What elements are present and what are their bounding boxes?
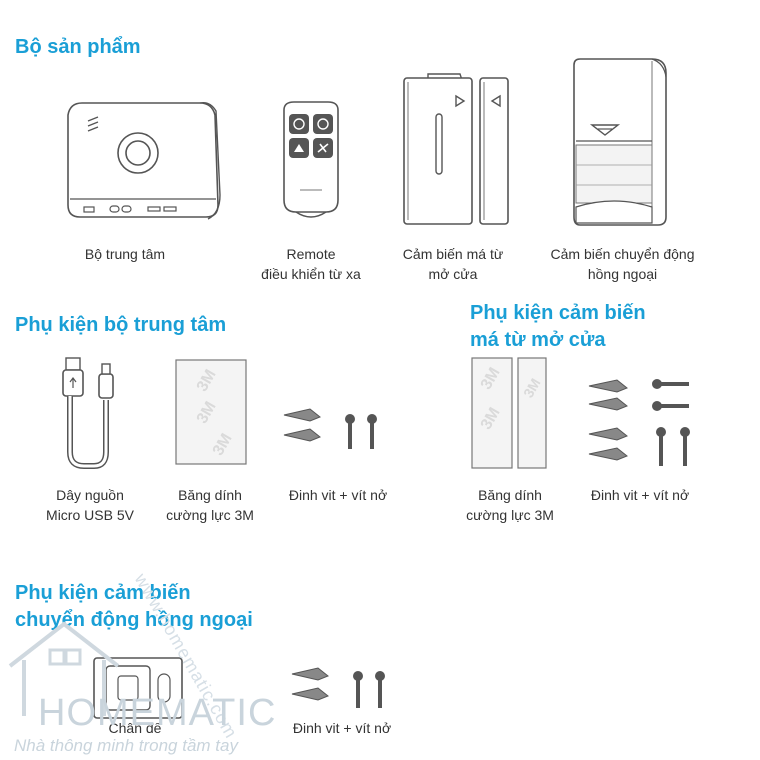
caption-pir-base: Chân đế xyxy=(80,718,190,738)
caption-door-sensor: Cảm biến má từ mở cửa xyxy=(378,244,528,284)
caption-pir-base-line1: Chân đế xyxy=(108,720,162,736)
caption-pir-screws: Đinh vit + vít nở xyxy=(272,718,412,738)
caption-hub-cable: Dây nguồn Micro USB 5V xyxy=(30,485,150,525)
watermark-brand: HOMEMATIC xyxy=(38,692,277,734)
remote-image xyxy=(283,101,339,218)
caption-hub-screws-line1: Đinh vit + vít nở xyxy=(288,487,388,503)
caption-hub-cable-line2: Micro USB 5V xyxy=(46,507,134,523)
heading-door-accessories-line2: má từ mở cửa xyxy=(470,329,606,351)
heading-hub-accessories: Phụ kiện bộ trung tâm xyxy=(15,314,227,336)
watermark-tagline: Nhà thông minh trong tầm tay xyxy=(14,736,238,755)
caption-hub-tape-line1: Băng dính xyxy=(178,487,242,503)
caption-door-tape-line2: cường lực 3M xyxy=(466,507,554,523)
house-logo-icon xyxy=(8,621,120,716)
hub-screws-image xyxy=(283,408,377,449)
heading-pir-accessories: Phụ kiện cảm biến chuyển động hồng ngoại xyxy=(15,580,253,634)
caption-door-screws: Đinh vit + vít nở xyxy=(570,485,710,505)
caption-hub-screws: Đinh vit + vít nở xyxy=(268,485,408,505)
caption-door-screws-line1: Đinh vit + vít nở xyxy=(590,487,690,503)
pir-base-image xyxy=(93,657,183,719)
door-screws-image xyxy=(588,379,690,466)
caption-remote-line1: Remote xyxy=(286,246,336,262)
usb-cable-image xyxy=(62,357,114,469)
caption-hub-tape: Băng dính cường lực 3M xyxy=(150,485,270,525)
caption-door-sensor-line2: mở cửa xyxy=(428,266,478,282)
caption-hub-line1: Bộ trung tâm xyxy=(84,246,166,262)
heading-door-accessories: Phụ kiện cảm biến má từ mở cửa xyxy=(470,300,646,354)
caption-door-tape-line1: Băng dính xyxy=(478,487,542,503)
heading-door-accessories-line1: Phụ kiện cảm biến xyxy=(470,302,646,324)
door-tape-image xyxy=(471,357,547,469)
caption-hub-cable-line1: Dây nguồn xyxy=(56,487,124,503)
pir-sensor-image xyxy=(573,58,667,226)
caption-hub: Bộ trung tâm xyxy=(50,244,200,264)
caption-pir-sensor-line2: hồng ngoại xyxy=(587,266,658,282)
caption-door-tape: Băng dính cường lực 3M xyxy=(450,485,570,525)
hub-image xyxy=(67,101,221,220)
caption-remote: Remote điều khiển từ xa xyxy=(236,244,386,284)
caption-pir-sensor: Cảm biến chuyển động hồng ngoại xyxy=(535,244,710,284)
caption-pir-sensor-line1: Cảm biến chuyển động xyxy=(550,246,695,262)
heading-pir-accessories-line1: Phụ kiện cảm biến xyxy=(15,582,191,604)
door-sensor-image xyxy=(403,73,509,225)
caption-hub-tape-line2: cường lực 3M xyxy=(166,507,254,523)
caption-pir-screws-line1: Đinh vit + vít nở xyxy=(292,720,392,736)
caption-door-sensor-line1: Cảm biến má từ xyxy=(402,246,504,262)
heading-product-set: Bộ sản phẩm xyxy=(15,36,141,58)
caption-remote-line2: điều khiển từ xa xyxy=(261,266,361,282)
pir-screws-image xyxy=(291,667,385,708)
heading-pir-accessories-line2: chuyển động hồng ngoại xyxy=(15,609,253,631)
hub-tape-image xyxy=(175,359,247,465)
